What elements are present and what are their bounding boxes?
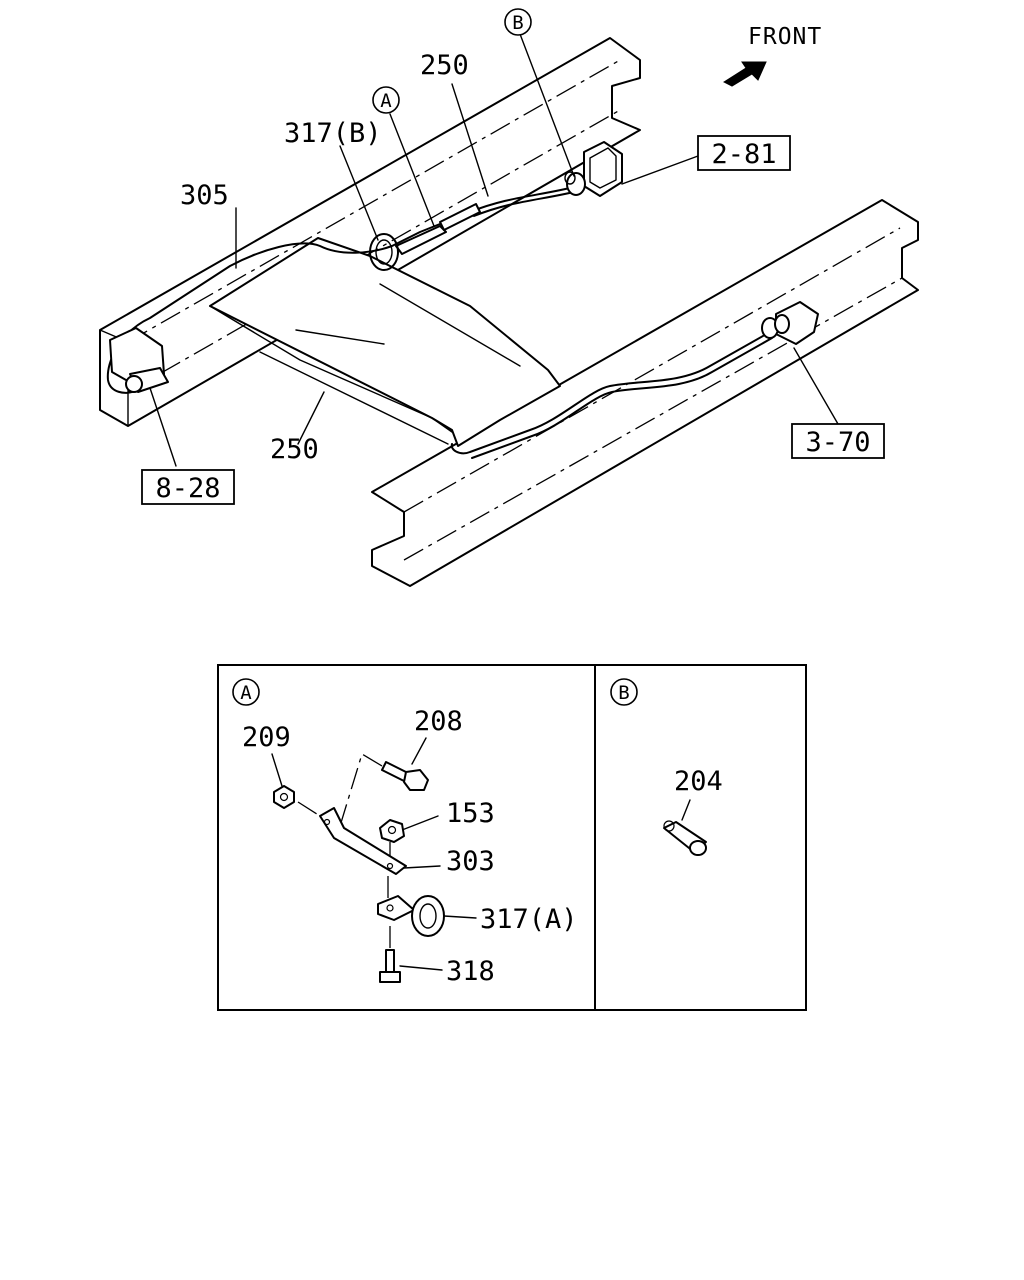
svg-text:A: A — [240, 682, 252, 704]
rear-brake-unit — [109, 327, 169, 393]
part-208-bolt — [381, 761, 429, 791]
boxed-ref-3-70[interactable]: 3-70 — [791, 423, 885, 459]
front-label: FRONT — [748, 24, 822, 50]
frame-upper-rail — [99, 37, 641, 427]
detail-a: A 209 208 153 303 — [232, 678, 578, 987]
label-208: 208 — [414, 706, 463, 737]
label-209: 209 — [242, 722, 291, 753]
cross-member — [209, 237, 561, 447]
part-153-nut — [379, 819, 405, 843]
part-303-bracket — [319, 807, 407, 875]
front-arrow-icon — [722, 61, 767, 87]
callout-ref-b: B — [504, 8, 532, 36]
label-204: 204 — [674, 766, 723, 797]
leader-lines — [149, 33, 839, 467]
detail-a-marker: A — [232, 678, 260, 706]
svg-text:B: B — [618, 682, 629, 704]
brake-cable — [106, 185, 773, 459]
label-305: 305 — [180, 180, 229, 211]
detail-b: B 204 — [610, 678, 723, 856]
equalizer-assembly — [761, 301, 819, 345]
svg-text:3-70: 3-70 — [805, 427, 870, 458]
clamp-317b — [369, 233, 399, 271]
part-209-nut — [273, 785, 295, 809]
boxed-ref-8-28[interactable]: 8-28 — [141, 469, 235, 505]
svg-text:A: A — [380, 90, 392, 112]
label-153: 153 — [446, 798, 495, 829]
label-318: 318 — [446, 956, 495, 987]
boxed-ref-2-81[interactable]: 2-81 — [697, 135, 791, 171]
svg-text:2-81: 2-81 — [711, 139, 776, 170]
detail-b-marker: B — [610, 678, 638, 706]
label-317b: 317(B) — [284, 118, 382, 149]
label-250-bottom: 250 — [270, 434, 319, 465]
callout-ref-a: A — [372, 86, 400, 114]
brake-lever-assembly — [564, 141, 623, 197]
label-317a: 317(A) — [480, 904, 578, 935]
detail-panel — [217, 664, 807, 1011]
svg-text:B: B — [512, 12, 523, 34]
label-250-top: 250 — [420, 50, 469, 81]
svg-text:8-28: 8-28 — [155, 473, 220, 504]
part-318-bolt — [379, 949, 401, 983]
frame-lower-rail — [371, 199, 919, 587]
part-204-bushing — [663, 820, 707, 856]
label-303: 303 — [446, 846, 495, 877]
part-317a-clamp — [377, 895, 445, 937]
front-indicator: FRONT — [722, 24, 822, 87]
